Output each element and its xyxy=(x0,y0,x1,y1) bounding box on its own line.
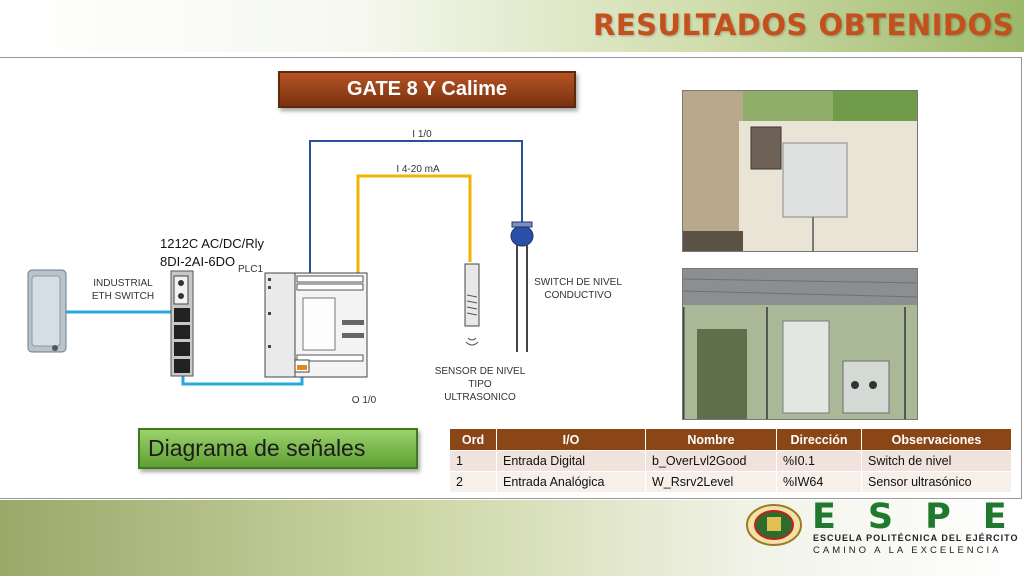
table-cell: Entrada Analógica xyxy=(496,471,646,493)
espe-crest-icon xyxy=(746,504,802,546)
table-cell: Entrada Digital xyxy=(496,450,646,472)
level-switch-label-line2: CONDUCTIVO xyxy=(544,290,612,301)
table-header-ord: Ord xyxy=(449,428,497,451)
table-row: 2 Entrada Analógica W_Rsrv2Level %IW64 S… xyxy=(449,471,1012,493)
cabinet-photo xyxy=(682,90,918,252)
table-cell: b_OverLvl2Good xyxy=(645,450,777,472)
ultrasonic-sensor-icon xyxy=(464,263,480,346)
ethernet-switch-icon xyxy=(170,270,194,377)
plc-model-line1: 1212C AC/DC/Rly xyxy=(160,236,265,251)
sensor-label-line3: ULTRASONICO xyxy=(444,392,516,403)
digital-input-wire xyxy=(309,140,523,278)
footer-band xyxy=(0,500,1024,576)
table-header-observaciones: Observaciones xyxy=(861,428,1012,451)
signal-label-output: O 1/0 xyxy=(351,395,377,406)
table-row: 1 Entrada Digital b_OverLvl2Good %I0.1 S… xyxy=(449,450,1012,472)
sensor-label-line2: TIPO xyxy=(468,379,492,390)
analog-input-wire xyxy=(356,174,472,278)
table-header-row: Ord I/O Nombre Dirección Observaciones xyxy=(449,428,1012,451)
plc-icon xyxy=(264,272,368,378)
table-cell: Sensor ultrasónico xyxy=(861,471,1012,493)
plc-model-line2: 8DI-2AI-6DO xyxy=(160,254,236,269)
table-cell: %IW64 xyxy=(776,471,862,493)
table-cell: Switch de nivel xyxy=(861,450,1012,472)
table-header-nombre: Nombre xyxy=(645,428,777,451)
diagram-title: Diagrama de señales xyxy=(138,428,418,469)
io-table: Ord I/O Nombre Dirección Observaciones 1… xyxy=(449,428,1012,493)
signal-label-digital: I 1/0 xyxy=(412,129,432,140)
table-header-io: I/O xyxy=(496,428,646,451)
espe-logo-line2: CAMINO A LA EXCELENCIA xyxy=(813,545,1002,556)
sensor-label-line1: SENSOR DE NIVEL xyxy=(434,366,526,377)
table-cell: 1 xyxy=(449,450,497,472)
espe-logo-letters: ESPE xyxy=(812,497,1024,537)
level-switch-label-line1: SWITCH DE NIVEL xyxy=(534,277,622,288)
level-switch-icon xyxy=(510,221,534,352)
table-cell: %I0.1 xyxy=(776,450,862,472)
page-title: RESULTADOS OBTENIDOS xyxy=(593,8,1014,42)
espe-logo-line1: ESCUELA POLITÉCNICA DEL EJÉRCITO xyxy=(813,533,1019,543)
plc-name: PLC1 xyxy=(238,264,264,275)
table-cell: W_Rsrv2Level xyxy=(645,471,777,493)
access-point-icon xyxy=(27,269,67,353)
gate-title: GATE 8 Y Calime xyxy=(278,71,576,108)
shelter-photo xyxy=(682,268,918,420)
table-header-direccion: Dirección xyxy=(776,428,862,451)
switch-label-line2: ETH SWITCH xyxy=(91,291,155,302)
switch-label-line1: INDUSTRIAL xyxy=(93,278,153,289)
table-cell: 2 xyxy=(449,471,497,493)
header-bar xyxy=(0,0,1024,52)
signal-label-analog: I 4-20 mA xyxy=(396,164,440,175)
